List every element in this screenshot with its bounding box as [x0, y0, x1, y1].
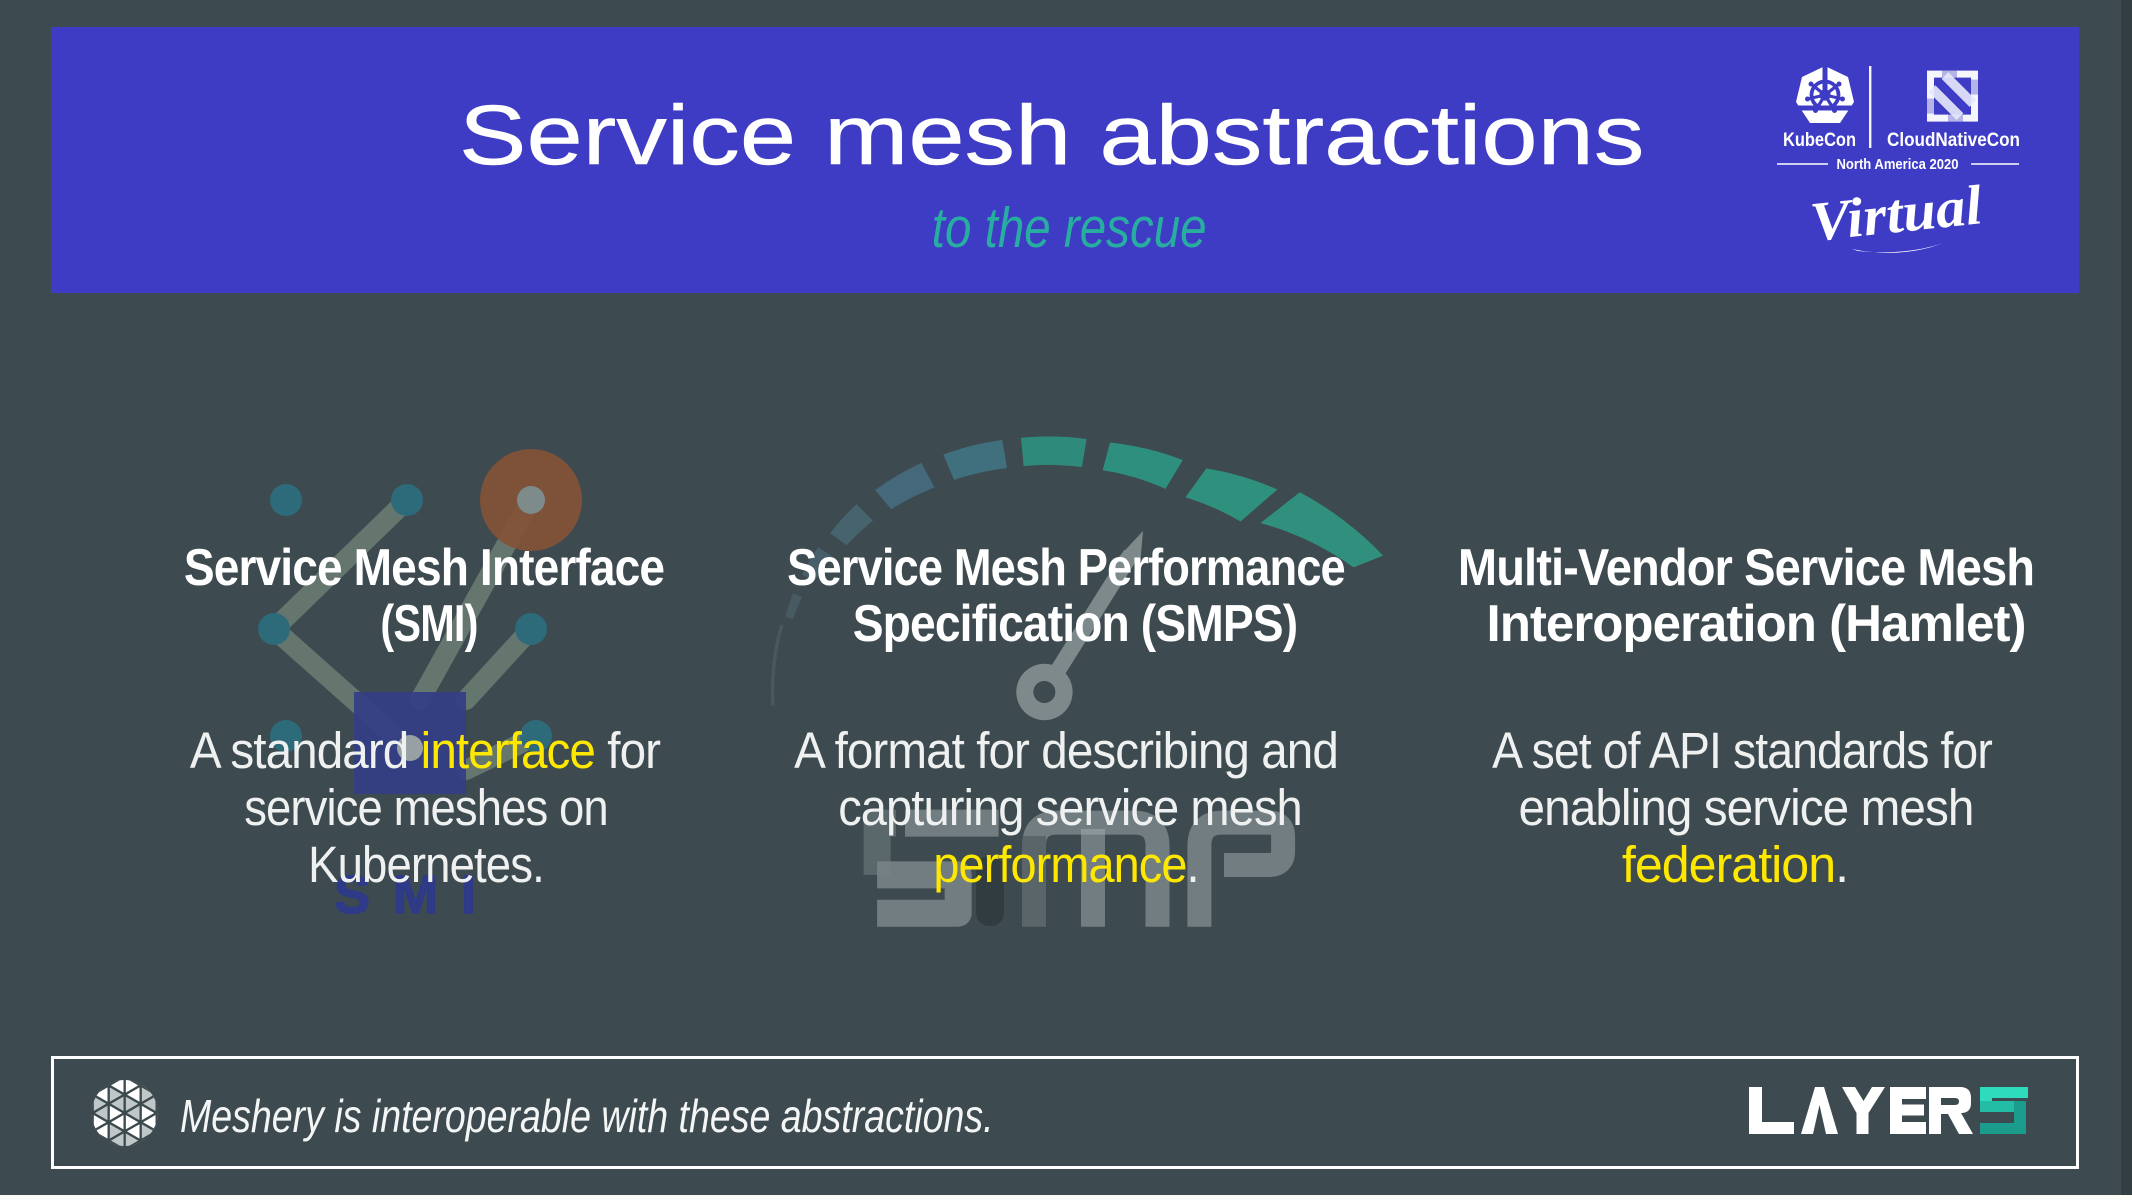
svg-text:Virtual: Virtual: [1807, 174, 1985, 254]
svg-text:CloudNativeCon: CloudNativeCon: [1887, 130, 2020, 151]
svg-text:SMI: SMI: [334, 865, 499, 925]
svg-text:North America 2020: North America 2020: [1837, 157, 1959, 173]
svg-text:KubeCon: KubeCon: [1783, 130, 1856, 151]
